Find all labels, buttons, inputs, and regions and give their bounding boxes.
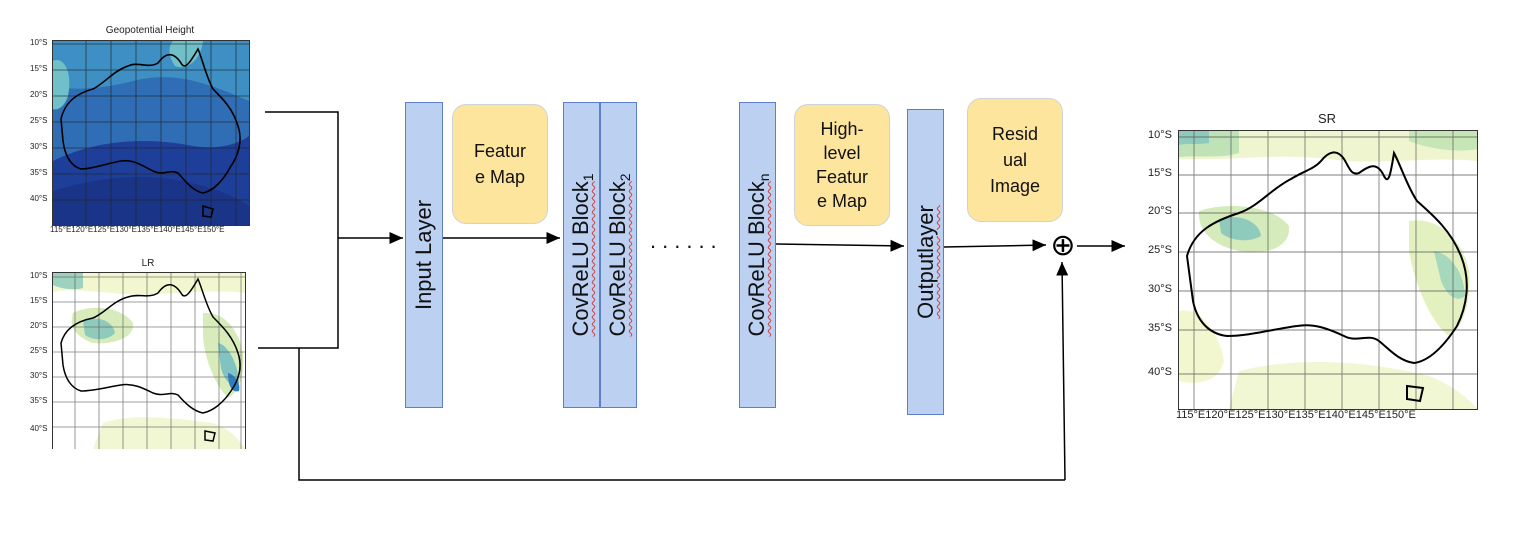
ellipsis: ......: [650, 228, 723, 253]
residual-image-note: Resid ual Image: [967, 98, 1063, 222]
sr-lat-label: 15°S: [1148, 167, 1172, 179]
geo-lat-label: 25°S: [30, 116, 48, 125]
output-to-sum-arrow: [943, 239, 1047, 252]
lr-to-merge-line: [258, 238, 339, 349]
lr-lat-label: 35°S: [30, 396, 48, 405]
covrelu-block-1: CovReLU Block1: [563, 102, 600, 408]
skip-connection-line: [298, 348, 1065, 481]
sr-lat-label: 35°S: [1148, 322, 1172, 334]
sr-lat-label: 20°S: [1148, 205, 1172, 217]
sum-node: ⊕: [1050, 228, 1076, 263]
lr-map: [52, 272, 246, 449]
lr-lat-label: 10°S: [30, 271, 48, 280]
covrelu-block-2: CovReLU Block2: [600, 102, 637, 408]
sr-lat-label: 25°S: [1148, 244, 1172, 256]
lr-lat-label: 30°S: [30, 371, 48, 380]
geo-lat-label: 40°S: [30, 194, 48, 203]
sr-lat-label: 30°S: [1148, 283, 1172, 295]
lr-lat-label: 15°S: [30, 296, 48, 305]
input-layer-block: Input Layer: [405, 102, 443, 408]
geopotential-map: [52, 40, 250, 226]
lr-lat-label: 25°S: [30, 346, 48, 355]
covn-to-output-arrow: [775, 239, 905, 252]
sr-lat-label: 40°S: [1148, 366, 1172, 378]
feature-map-note: Featur e Map: [452, 104, 548, 224]
geo-lat-label: 30°S: [30, 142, 48, 151]
covrelu-block-n: CovReLU Blockn: [739, 102, 776, 408]
geo-lat-label: 35°S: [30, 168, 48, 177]
output-layer-block: Outputlayer: [907, 109, 944, 415]
sr-map-title: SR: [1317, 111, 1337, 126]
geopotential-map-title: Geopotential Height: [105, 25, 195, 36]
high-level-feature-map-note: High- level Featur e Map: [794, 104, 890, 226]
sr-lon-labels: 115°E120°E125°E130°E135°E140°E145°E150°E: [1176, 409, 1416, 421]
geo-to-merge-line: [265, 111, 339, 238]
lr-lat-label: 20°S: [30, 321, 48, 330]
geo-lat-label: 20°S: [30, 90, 48, 99]
geo-lat-label: 10°S: [30, 38, 48, 47]
sr-map: [1178, 130, 1478, 410]
geo-lat-label: 15°S: [30, 64, 48, 73]
lr-map-title: LR: [141, 258, 155, 269]
geo-lon-labels: 115°E120°E125°E130°E135°E140°E145°E150°E: [50, 225, 225, 234]
sr-lat-label: 10°S: [1148, 129, 1172, 141]
skip-to-sum-arrow: [1056, 261, 1069, 481]
lr-lat-label: 40°S: [30, 424, 48, 433]
